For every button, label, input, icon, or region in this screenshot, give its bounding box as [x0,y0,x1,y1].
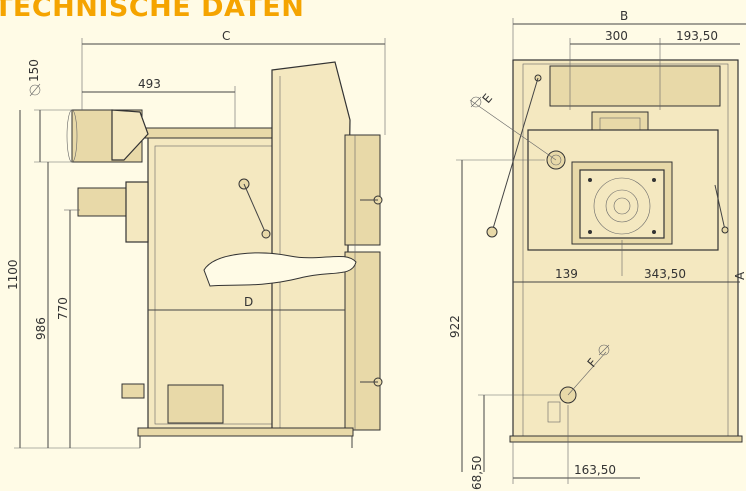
dim-300: 300 [605,29,628,43]
burner-side [77,187,127,217]
dim-1100: 1100 [6,259,20,290]
dim-b: B [620,9,628,23]
hopper-side [271,61,351,435]
side-view: C 493 150 1100 986 770 D [6,29,386,449]
top-panel-front [549,65,721,107]
upper-door-side [344,134,381,246]
dim-c: C [222,29,230,43]
dim-493: 493 [138,77,161,91]
dim-e: E [480,91,496,106]
dim-6850: 68,50 [470,456,484,490]
dim-922: 922 [448,315,462,338]
dim-34350: 343,50 [644,267,686,281]
dim-d: D [244,295,253,309]
dim-139: 139 [555,267,578,281]
dim-16350: 163,50 [574,463,616,477]
dim-986: 986 [34,317,48,340]
front-view: B 300 193,50 E 139 343,50 A 922 F [448,9,746,490]
lower-door-side [344,251,381,431]
ash-door-side [167,384,224,424]
dim-19350: 193,50 [676,29,718,43]
dim-150: 150 [27,59,41,82]
dim-a: A [733,271,746,280]
dim-770: 770 [56,297,70,320]
boiler-side-top [144,127,276,139]
page-title: TECHNISCHE DATEN [0,0,305,23]
